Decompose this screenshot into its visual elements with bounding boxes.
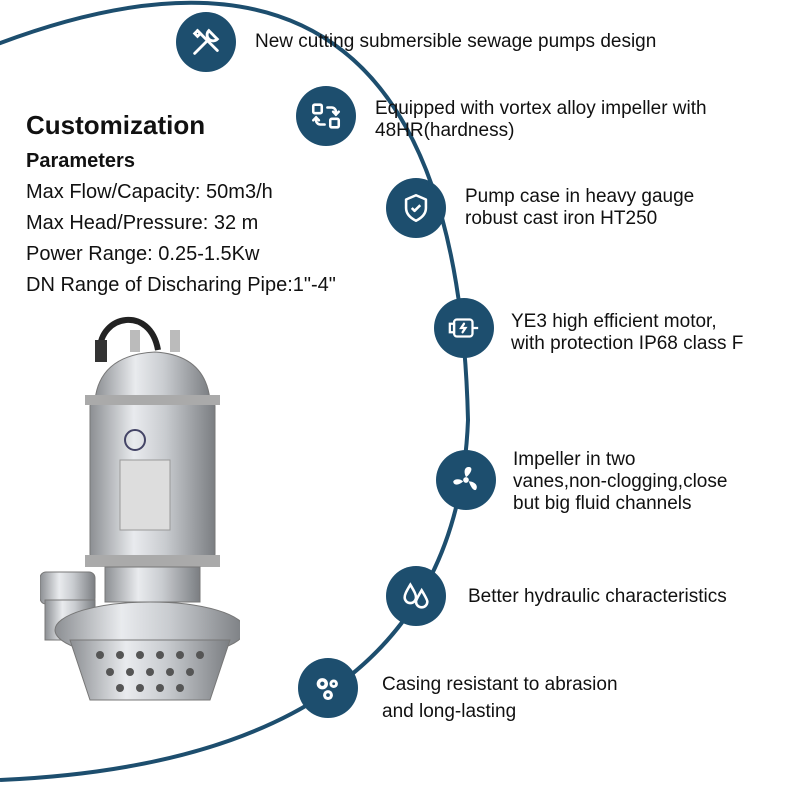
feature-text-line: YE3 high efficient motor,: [511, 311, 717, 332]
page-title: Customization: [26, 110, 206, 140]
feature-text-line: Pump case in heavy gauge: [465, 186, 695, 207]
feature-text-line: Casing resistant to abrasion: [382, 674, 618, 695]
feature-text-line: and long-lasting: [382, 701, 517, 722]
feature-vortex-impeller: Equipped with vortex alloy impeller with…: [375, 98, 707, 142]
gears-icon: [298, 658, 358, 718]
feature-pump-case: Pump case in heavy gauge robust cast iro…: [465, 186, 694, 230]
feature-text-line: Better hydraulic characteristics: [468, 586, 727, 607]
droplets-icon: [386, 566, 446, 626]
fan-icon: [436, 450, 496, 510]
pump-image: [40, 317, 240, 701]
feature-cutting-design: New cutting submersible sewage pumps des…: [255, 31, 656, 53]
feature-text-line: Impeller in two: [513, 449, 636, 470]
feature-text-line: vanes,non-clogging,close: [513, 471, 728, 492]
tools-icon: [176, 12, 236, 72]
param-power-range: Power Range: 0.25-1.5Kw: [26, 243, 260, 265]
feature-text-line: robust cast iron HT250: [465, 208, 658, 229]
feature-hydraulic: Better hydraulic characteristics: [468, 586, 727, 608]
cycle-icon: [296, 86, 356, 146]
shield-check-icon: [386, 178, 446, 238]
param-max-head: Max Head/Pressure: 32 m: [26, 212, 259, 234]
feature-text-line: 48HR(hardness): [375, 120, 515, 141]
param-dn-range: DN Range of Discharing Pipe:1"-4": [26, 274, 336, 296]
feature-text-line: with protection IP68 class F: [511, 333, 744, 354]
parameters-heading: Parameters: [26, 150, 135, 172]
feature-text-line: but big fluid channels: [513, 493, 692, 514]
feature-impeller-vanes: Impeller in two vanes,non-clogging,close…: [513, 449, 727, 515]
motor-icon: [434, 298, 494, 358]
feature-text-line: Equipped with vortex alloy impeller with: [375, 98, 707, 119]
feature-text-line: New cutting submersible sewage pumps des…: [255, 31, 657, 52]
feature-casing: Casing resistant to abrasion and long-la…: [382, 671, 618, 725]
feature-motor: YE3 high efficient motor, with protectio…: [511, 311, 743, 355]
param-max-flow: Max Flow/Capacity: 50m3/h: [26, 181, 273, 203]
